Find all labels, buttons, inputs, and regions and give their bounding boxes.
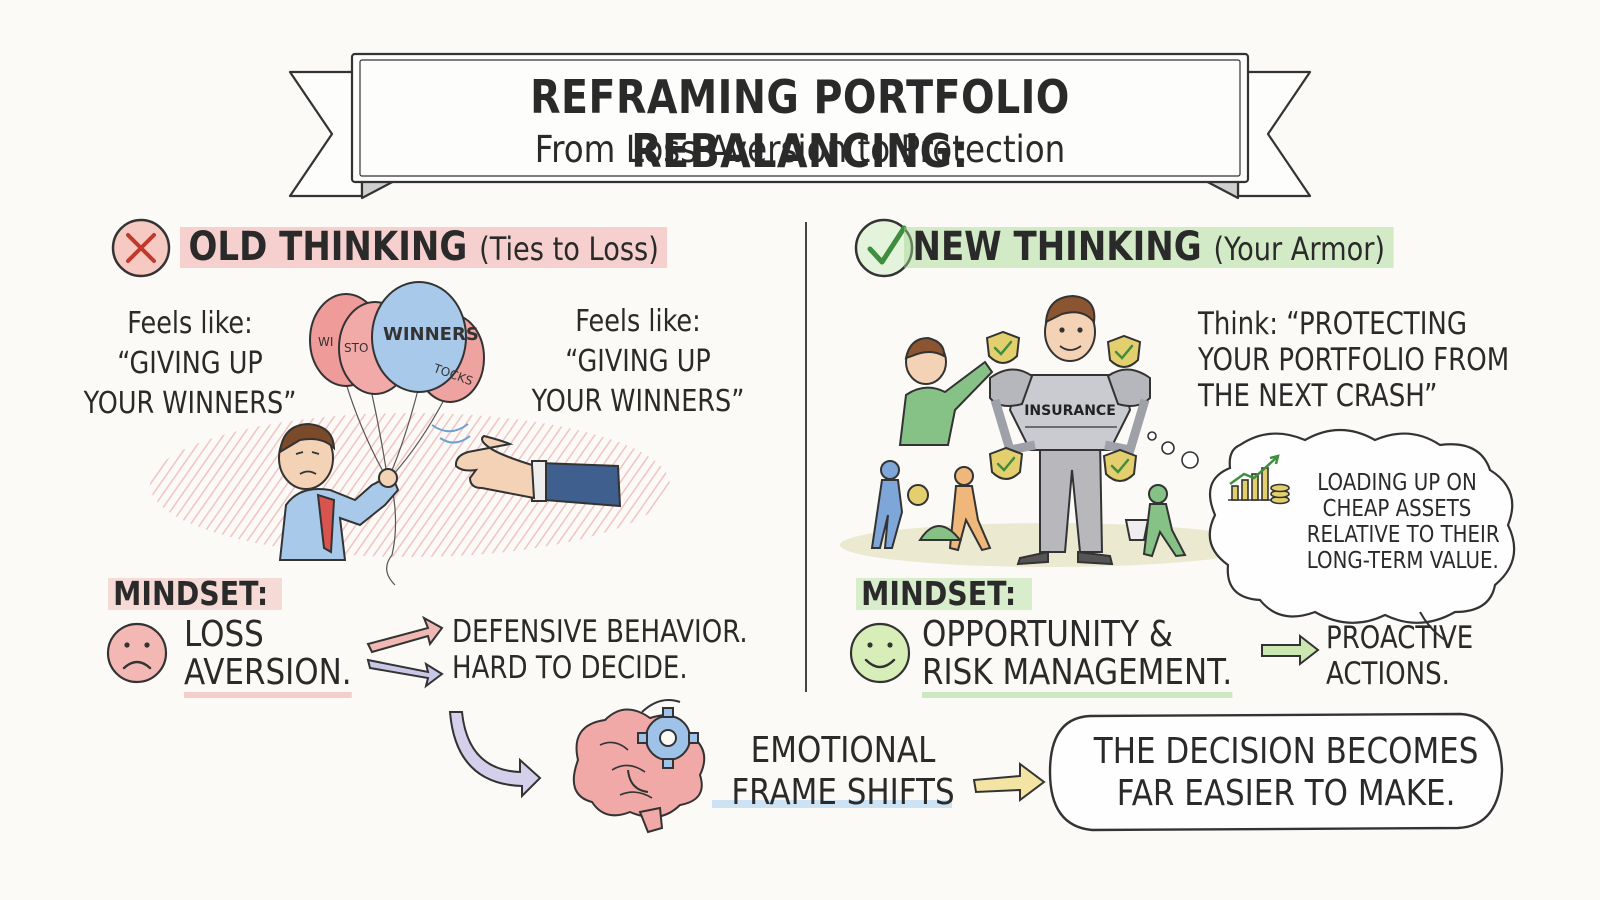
- think-line-3: THE NEXT CRASH”: [1198, 378, 1438, 414]
- new-mindset-value: OPPORTUNITY & RISK MANAGEMENT.: [922, 614, 1233, 698]
- bubble-line-1: LOADING UP ON: [1317, 470, 1477, 496]
- x-circle-icon: [111, 218, 171, 278]
- new-heading-main: NEW THINKING: [912, 224, 1202, 270]
- new-result-line-2: ACTIONS.: [1326, 656, 1450, 692]
- growth-chart-icon: [1228, 454, 1290, 505]
- thought-bubble-text: LOADING UP ON CHEAP ASSETS RELATIVE TO T…: [1306, 470, 1500, 574]
- outcome-line-2: FAR EASIER TO MAKE.: [1116, 773, 1456, 814]
- feels-right-line-1: Feels like:: [575, 304, 701, 339]
- new-result-text: PROACTIVE ACTIONS.: [1326, 620, 1473, 692]
- feels-left-line-2: “GIVING UP: [117, 346, 263, 381]
- balloon-label-sto: STO: [344, 341, 368, 355]
- brain-gear-icon: [572, 699, 706, 834]
- old-mindset-line-2: AVERSION.: [184, 654, 352, 698]
- think-line-1: Think: “PROTECTING: [1198, 306, 1468, 342]
- bubble-line-2: CHEAP ASSETS: [1322, 496, 1472, 522]
- old-result-arrows: [366, 615, 444, 689]
- feels-right-line-3: YOUR WINNERS”: [531, 384, 745, 419]
- new-mindset-label: MINDSET:: [861, 574, 1017, 613]
- feels-left-line-3: YOUR WINNERS”: [83, 386, 297, 421]
- shift-arrow: [972, 762, 1046, 802]
- old-result-line-1: DEFENSIVE BEHAVIOR.: [452, 614, 748, 650]
- title-banner: [288, 52, 1312, 200]
- feels-right-line-2: “GIVING UP: [565, 344, 711, 379]
- decision-outcome: THE DECISION BECOMES FAR EASIER TO MAKE.: [1084, 731, 1488, 815]
- down-curve-arrow: [448, 711, 542, 799]
- think-protecting-text: Think: “PROTECTING YOUR PORTFOLIO FROM T…: [1198, 306, 1509, 414]
- new-result-line-1: PROACTIVE: [1326, 620, 1474, 656]
- old-result-text: DEFENSIVE BEHAVIOR. HARD TO DECIDE.: [452, 614, 748, 686]
- balloon-label-wi: WI: [318, 335, 333, 349]
- happy-face-icon: [849, 622, 911, 684]
- emotional-frame-shifts: EMOTIONAL FRAME SHIFTS: [714, 730, 972, 814]
- old-heading-sub: (Ties to Loss): [479, 230, 659, 268]
- sad-face-icon: [106, 622, 168, 684]
- old-heading-main: OLD THINKING: [188, 224, 468, 270]
- thought-bubble: [1208, 429, 1516, 624]
- feels-like-left: Feels like: “GIVING UP YOUR WINNERS”: [80, 304, 301, 424]
- new-mindset-line-1: OPPORTUNITY &: [922, 614, 1174, 655]
- shift-line-1: EMOTIONAL: [750, 730, 936, 771]
- new-thinking-scene: INSURANCE: [840, 294, 1516, 641]
- think-line-2: YOUR PORTFOLIO FROM: [1198, 342, 1510, 378]
- old-mindset-line-1: LOSS: [184, 614, 264, 655]
- new-mindset-line-2: RISK MANAGEMENT.: [922, 654, 1233, 698]
- outcome-line-1: THE DECISION BECOMES: [1093, 731, 1479, 772]
- outcome-box: [1048, 712, 1504, 832]
- shift-line-2: FRAME SHIFTS: [731, 772, 955, 813]
- new-thinking-heading: NEW THINKING (Your Armor): [904, 222, 1394, 272]
- balloon-label-winners: WINNERS: [383, 324, 479, 345]
- bubble-line-3: RELATIVE TO THEIR: [1306, 522, 1500, 548]
- old-thinking-scene: WI STO WINNERS TOCKS: [150, 281, 670, 586]
- feels-left-line-1: Feels like:: [127, 306, 253, 341]
- title-line-1: REFRAMING PORTFOLIO REBALANCING:: [530, 70, 1070, 178]
- insurance-label: INSURANCE: [1024, 403, 1116, 419]
- new-heading-sub: (Your Armor): [1213, 230, 1386, 268]
- old-mindset-value: LOSS AVERSION.: [184, 616, 352, 698]
- feels-like-right: Feels like: “GIVING UP YOUR WINNERS”: [528, 302, 749, 422]
- checkmark-circle-icon: [854, 218, 914, 278]
- old-result-line-2: HARD TO DECIDE.: [452, 650, 688, 686]
- old-mindset-label: MINDSET:: [113, 574, 269, 613]
- new-result-arrow: [1261, 633, 1320, 667]
- old-thinking-heading: OLD THINKING (Ties to Loss): [180, 222, 668, 272]
- title-line-2: From Loss Aversion to Protection: [534, 128, 1066, 171]
- bubble-line-4: LONG-TERM VALUE.: [1306, 548, 1499, 574]
